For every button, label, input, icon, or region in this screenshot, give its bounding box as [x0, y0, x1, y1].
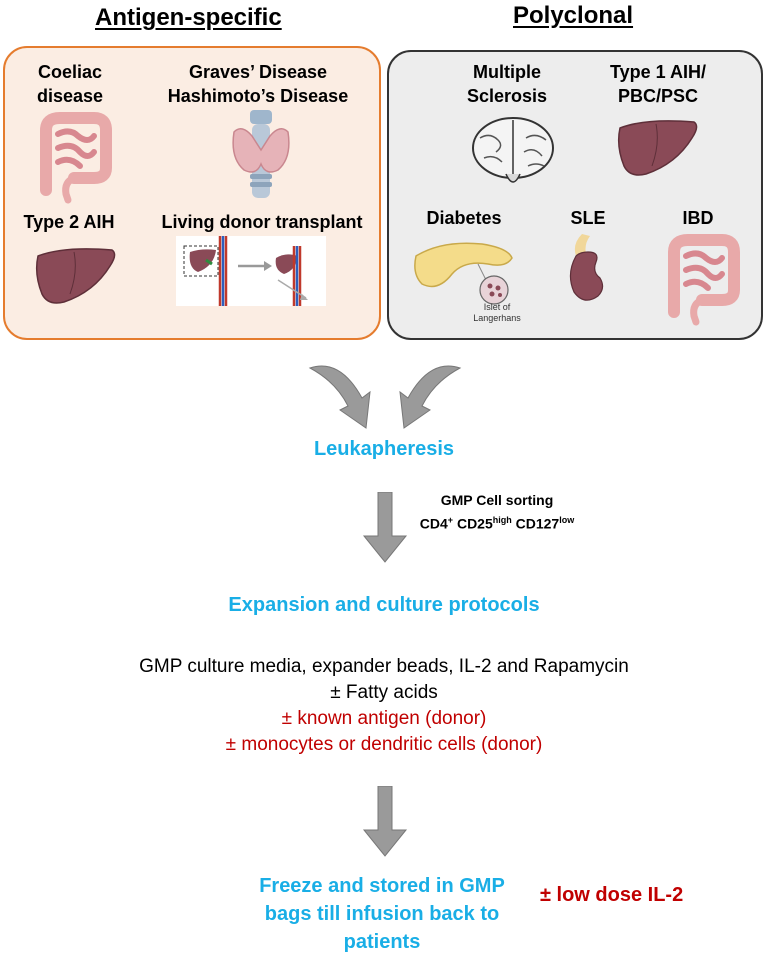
islet-line1: Islet of: [483, 302, 511, 312]
pancreas-icon: [414, 242, 513, 305]
type2-aih-label: Type 2 AIH: [23, 212, 115, 232]
marker-line: CD4+ CD25high CD127low: [412, 510, 582, 534]
coeliac-line2: disease: [36, 86, 104, 106]
down-arrow-icon: [362, 492, 408, 563]
culture-conditions: GMP culture media, expander beads, IL-2 …: [34, 654, 734, 758]
intestine-icon-ibd: [668, 234, 740, 326]
freeze-line1: Freeze and stored in GMP: [259, 875, 505, 897]
aih1-line2: PBC/PSC: [617, 86, 698, 106]
multiple-sclerosis-label: Multiple Sclerosis: [452, 60, 562, 108]
cd4-sup: +: [447, 515, 454, 525]
graves-hashimoto-label: Graves’ Disease Hashimoto’s Disease: [150, 60, 366, 108]
sorting-line: GMP Cell sorting: [440, 492, 554, 508]
hashimoto-line: Hashimoto’s Disease: [167, 86, 349, 106]
low-dose-il2-label: ± low dose IL-2: [540, 884, 684, 906]
diabetes-label: Diabetes: [426, 208, 502, 228]
aih1-line1: Type 1 AIH/: [609, 62, 707, 82]
cd25-sup: high: [492, 515, 512, 525]
freeze-line3: patients: [343, 931, 421, 953]
expansion-step: Expansion and culture protocols: [228, 594, 540, 616]
leukapheresis-step: Leukapheresis: [313, 438, 455, 460]
coeliac-disease-label: Coeliac disease: [22, 60, 118, 108]
sle-label: SLE: [570, 208, 606, 228]
culture-line4: ± monocytes or dendritic cells (donor): [225, 734, 543, 755]
graves-line: Graves’ Disease: [188, 62, 328, 82]
culture-line2: ± Fatty acids: [330, 682, 438, 703]
cd127-sup: low: [559, 515, 575, 525]
liver-icon: [35, 248, 116, 304]
converging-arrows-icon: [308, 365, 462, 429]
polyclonal-header: Polyclonal: [513, 2, 634, 29]
cd25-text: CD25: [453, 515, 493, 532]
liver-icon-polyclonal: [617, 120, 698, 176]
kidney-icon: [569, 234, 604, 301]
ibd-label: IBD: [682, 208, 714, 228]
living-donor-transplant-label: Living donor transplant: [161, 212, 363, 232]
thyroid-icon: [232, 110, 290, 198]
islet-line2: Langerhans: [473, 313, 521, 323]
ms-line2: Sclerosis: [466, 86, 548, 106]
freeze-store-step: Freeze and stored in GMP bags till infus…: [222, 872, 542, 956]
cd4-text: CD4: [419, 515, 448, 532]
islet-of-langerhans-label: Islet of Langerhans: [452, 302, 542, 324]
antigen-specific-header: Antigen-specific: [95, 4, 282, 31]
culture-line1: GMP culture media, expander beads, IL-2 …: [139, 656, 629, 677]
ms-line1: Multiple: [473, 62, 541, 82]
type1-aih-pbc-psc-label: Type 1 AIH/ PBC/PSC: [588, 60, 728, 108]
cd127-text: CD127: [511, 515, 560, 532]
transplant-illustration: [176, 236, 326, 306]
brain-icon: [472, 117, 554, 183]
freeze-line2: bags till infusion back to: [264, 903, 500, 925]
culture-line3: ± known antigen (donor): [281, 708, 487, 729]
intestine-icon: [40, 112, 112, 204]
down-arrow-icon-2: [362, 786, 408, 857]
gmp-cell-sorting-label: GMP Cell sorting CD4+ CD25high CD127low: [412, 490, 582, 534]
coeliac-line1: Coeliac: [37, 62, 103, 82]
